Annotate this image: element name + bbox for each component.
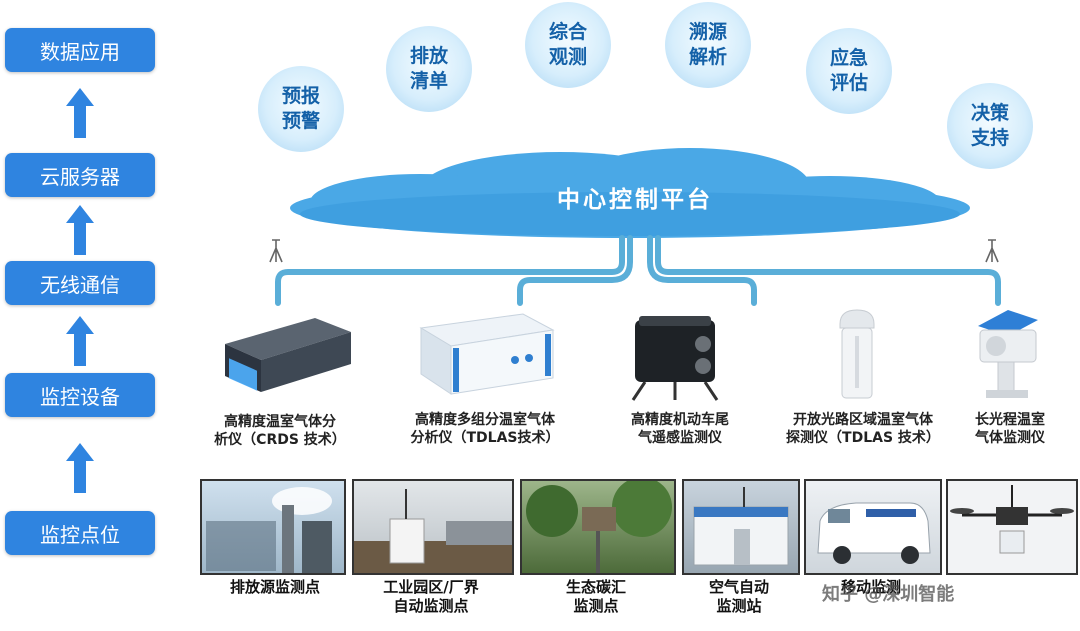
bubble-decision-support: 决策 支持 (947, 83, 1033, 169)
data-application-box: 数据应用 (5, 28, 155, 72)
site-label-air-station: 空气自动 监测站 (708, 578, 769, 615)
bubble-source-analysis: 溯源 解析 (665, 2, 751, 88)
drone-image (950, 485, 1074, 554)
photo-mobile-monitoring (804, 479, 942, 575)
site-label-ecological: 生态碳汇 监测点 (565, 578, 626, 615)
up-arrow-icon (66, 205, 94, 255)
photo-ecological-carbon-sink (520, 479, 676, 575)
photo-drone-monitoring (946, 479, 1078, 575)
monitoring-van-image (817, 502, 931, 564)
bubble-emission-inventory: 排放 清单 (386, 26, 472, 112)
central-cloud-shape (290, 148, 970, 238)
antenna-icon (269, 239, 999, 263)
long-path-monitor-image (978, 310, 1038, 398)
device-label-crds: 高精度温室气体分 析仪（CRDS 技术） (214, 414, 346, 448)
connector-lines (275, 235, 1001, 306)
site-label-industrial-park: 工业园区/厂界 自动监测点 (383, 578, 479, 615)
forest-station-image (526, 481, 672, 573)
watermark-text: 知乎 @深圳智能 (822, 584, 955, 605)
central-platform-title: 中心控制平台 (557, 187, 713, 213)
device-label-open-path: 开放光路区域温室气体 探测仪（TDLAS 技术） (786, 412, 940, 446)
photo-emission-source (200, 479, 346, 575)
up-arrow-icon (66, 316, 94, 366)
bubble-integrated-observation: 综合 观测 (525, 2, 611, 88)
open-path-detector-image (839, 309, 875, 399)
cloud-server-box: 云服务器 (5, 153, 155, 197)
monitoring-site-box: 监控点位 (5, 511, 155, 555)
photo-air-station (682, 479, 800, 575)
monitoring-device-box: 监控设备 (5, 373, 155, 417)
air-station-image (693, 487, 789, 566)
crds-analyzer-image (225, 318, 351, 392)
device-label-long-path: 长光程温室 气体监测仪 (975, 412, 1045, 446)
site-label-emission-source: 排放源监测点 (229, 578, 320, 596)
device-label-tdlas-multi: 高精度多组分温室气体 分析仪（TDLAS技术） (410, 412, 560, 446)
up-arrow-icon (66, 443, 94, 493)
vehicle-exhaust-sensor-image (631, 316, 719, 401)
up-arrow-icon (66, 88, 94, 138)
tdlas-multi-analyzer-image (419, 313, 555, 395)
bubble-forecast-warning: 预报 预警 (258, 66, 344, 152)
site-label-mobile: 移动监测 (840, 578, 901, 596)
wireless-comm-box: 无线通信 (5, 261, 155, 305)
industrial-station-image (354, 489, 512, 573)
device-label-vehicle-exhaust: 高精度机动车尾 气遥感监测仪 (631, 412, 729, 446)
photo-industrial-park (352, 479, 514, 575)
bubble-emergency-assessment: 应急 评估 (806, 28, 892, 114)
factory-chimney-image (206, 487, 332, 573)
